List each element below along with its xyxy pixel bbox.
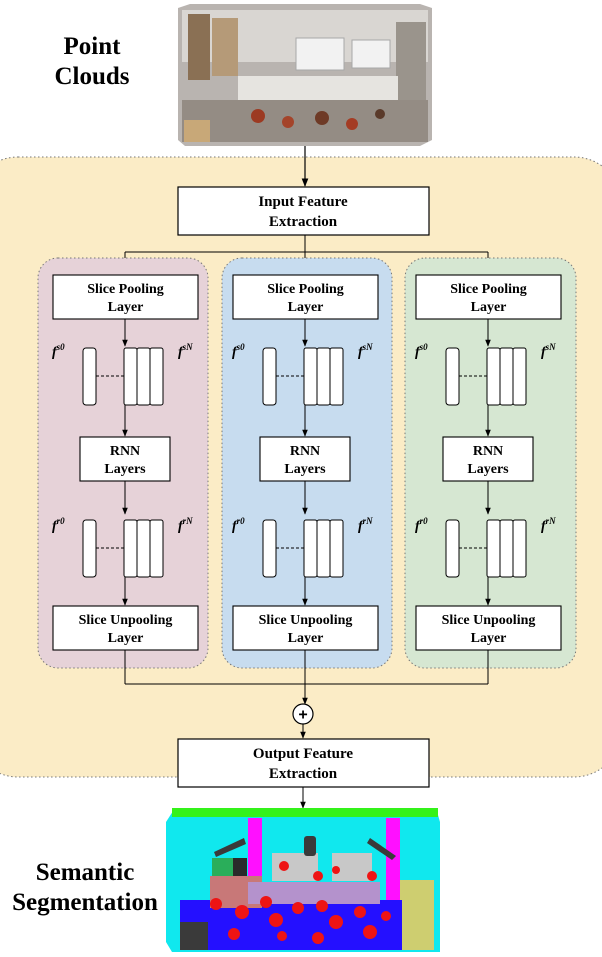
- slice-pooling-label-line1: Slice Pooling: [267, 282, 344, 297]
- point-clouds-title-line1: Point: [63, 33, 121, 60]
- semantic-segmentation-title-line2: Segmentation: [12, 889, 158, 916]
- feature-label-r0: fr0: [415, 516, 428, 534]
- semantic-segmentation-title-line1: Semantic: [35, 859, 135, 886]
- slice-pooling-label-line2: Layer: [108, 300, 144, 315]
- rnn-label-line1: RNN: [473, 444, 503, 459]
- sum-symbol: +: [298, 707, 307, 724]
- slice-pooling-label-line2: Layer: [288, 300, 324, 315]
- output-feature-label-line2: Extraction: [269, 766, 338, 782]
- slice-pooling-label-line1: Slice Pooling: [450, 282, 527, 297]
- slice-unpooling-label-line1: Slice Unpooling: [442, 613, 536, 628]
- feature-label-sN: fsN: [358, 342, 373, 360]
- slice-unpooling-label-line1: Slice Unpooling: [259, 613, 353, 628]
- rnn-label-line1: RNN: [110, 444, 140, 459]
- rnn-label-line1: RNN: [290, 444, 320, 459]
- slice-unpooling-label-line2: Layer: [471, 631, 507, 646]
- input-feature-extraction-block: Input Feature Extraction: [177, 186, 430, 236]
- point-clouds-title: Point Clouds: [22, 32, 162, 92]
- output-feature-label-line1: Output Feature: [253, 746, 353, 762]
- rnn-label-line2: Layers: [284, 462, 326, 477]
- slice-unpooling-label-line2: Layer: [108, 631, 144, 646]
- feature-label-s0: fs0: [415, 342, 428, 360]
- feature-label-rN: frN: [178, 516, 193, 534]
- semantic-segmentation-title: Semantic Segmentation: [0, 858, 170, 918]
- sum-node: +: [292, 703, 314, 725]
- feature-label-r0: fr0: [232, 516, 245, 534]
- rnn-label-line2: Layers: [104, 462, 146, 477]
- branch-x: Slice Pooling Layer fs0 fsN RNN Layers f…: [37, 257, 209, 669]
- feature-label-rN: frN: [358, 516, 373, 534]
- point-cloud-image: [178, 4, 432, 146]
- feature-label-r0: fr0: [52, 516, 65, 534]
- feature-label-rN: frN: [541, 516, 556, 534]
- rnn-label-line2: Layers: [467, 462, 509, 477]
- input-feature-label-line1: Input Feature: [258, 194, 348, 210]
- slice-pooling-label-line1: Slice Pooling: [87, 282, 164, 297]
- feature-label-s0: fs0: [52, 342, 65, 360]
- feature-label-s0: fs0: [232, 342, 245, 360]
- slice-pooling-label-line2: Layer: [471, 300, 507, 315]
- feature-label-sN: fsN: [541, 342, 556, 360]
- feature-label-sN: fsN: [178, 342, 193, 360]
- output-feature-extraction-block: Output Feature Extraction: [177, 738, 430, 788]
- slice-unpooling-label-line1: Slice Unpooling: [79, 613, 173, 628]
- slice-unpooling-label-line2: Layer: [288, 631, 324, 646]
- branch-y: Slice Pooling Layer fs0 fsN RNN Layers f…: [221, 257, 393, 669]
- input-feature-label-line2: Extraction: [269, 214, 338, 230]
- semantic-segmentation-image: [166, 808, 440, 952]
- point-clouds-title-line2: Clouds: [54, 63, 130, 90]
- branch-z: Slice Pooling Layer fs0 fsN RNN Layers f…: [404, 257, 577, 669]
